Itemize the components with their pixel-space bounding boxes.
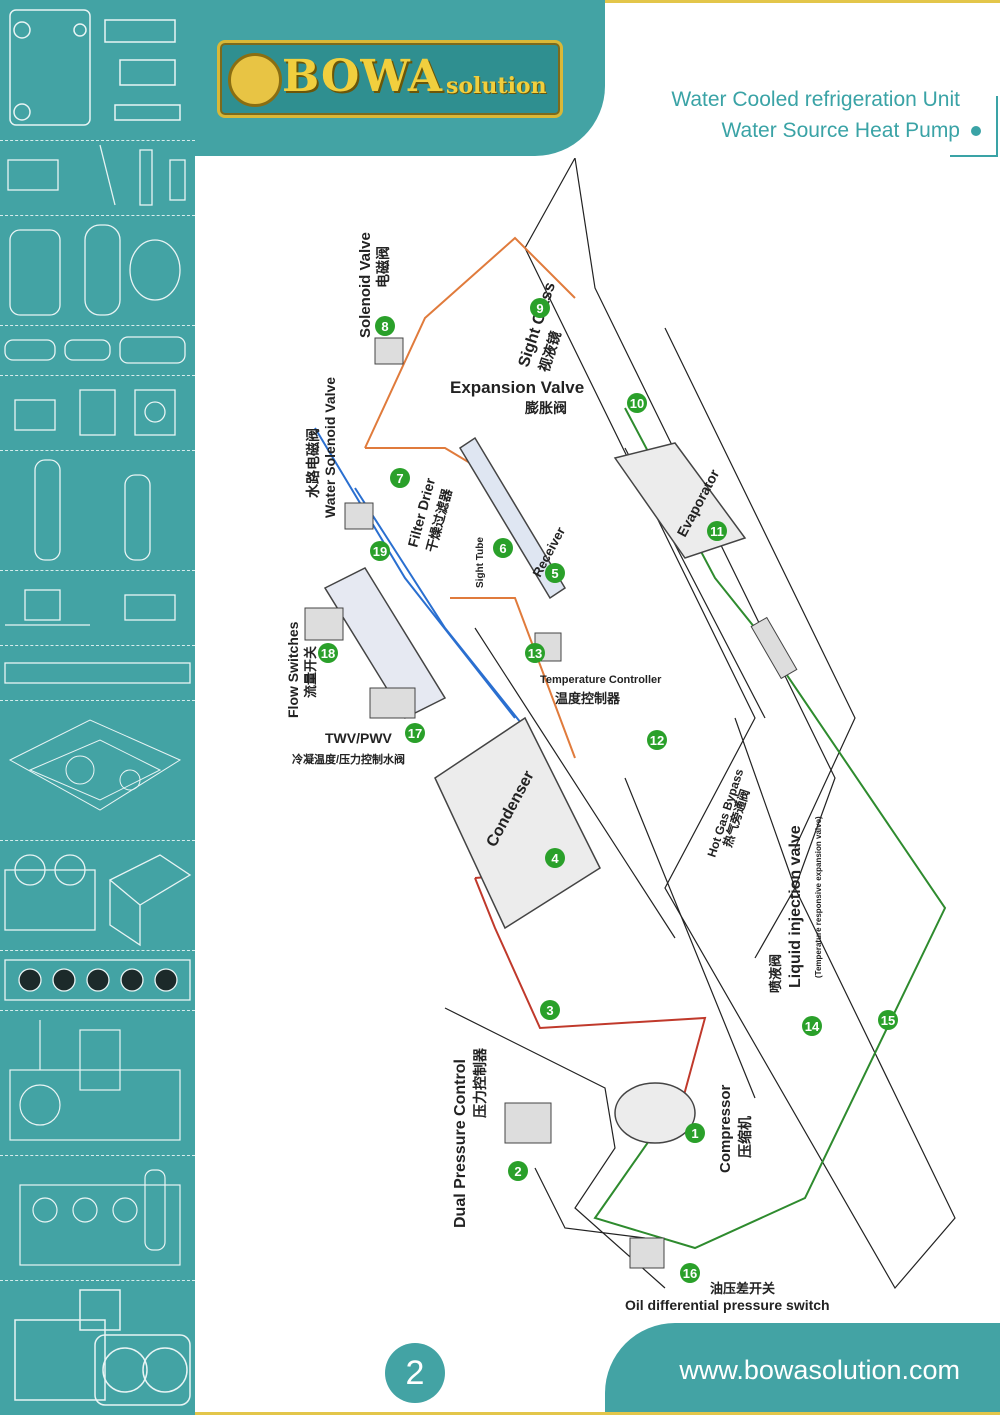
fan-cooler-thumb — [0, 950, 195, 1011]
sight-tube-label: Sight Tube — [475, 537, 486, 588]
water-solenoid-label: Water Solenoid Valve — [322, 377, 338, 518]
condenser: Condenser — [434, 716, 601, 930]
badge-3: 3 — [540, 1000, 560, 1020]
refrigeration-system-diagram: Condenser Evaporator Receiver Compressor… — [285, 158, 956, 1313]
compressor-drawing-thumb — [0, 700, 195, 841]
pipe-thumb — [0, 645, 195, 701]
compressor-label: Compressor — [717, 1084, 734, 1173]
brand-name: BOWA — [282, 51, 444, 102]
unit-drawing-thumb-2 — [0, 1155, 195, 1281]
badge-15: 15 — [878, 1010, 898, 1030]
svg-text:19: 19 — [373, 544, 387, 559]
svg-text:13: 13 — [528, 646, 542, 661]
svg-text:2: 2 — [514, 1164, 521, 1179]
water-line — [314, 427, 526, 729]
badge-13: 13 — [525, 643, 545, 663]
header-line-2: Water Source Heat Pump — [721, 119, 961, 142]
svg-text:8: 8 — [381, 319, 388, 334]
svg-text:7: 7 — [396, 471, 403, 486]
compressor: Compressor 压缩机 — [614, 1082, 753, 1173]
flow-switch-label-zh: 流量开关 — [303, 646, 318, 698]
liquid-injection-label-zh: 喷液阀 — [768, 954, 783, 993]
twv-pwv-label-zh: 冷凝温度/压力控制水阀 — [292, 752, 405, 766]
separators-thumb — [0, 450, 195, 571]
suction-line — [593, 407, 947, 1250]
svg-text:17: 17 — [408, 726, 422, 741]
header-divider-horizontal — [950, 155, 998, 157]
liquid-injection-note: (Temperature responsive expansion valve) — [814, 816, 823, 978]
solenoid-valves-thumb — [0, 570, 195, 646]
badge-19: 19 — [370, 541, 390, 561]
badge-5: 5 — [545, 563, 565, 583]
filter-driers-thumb — [0, 325, 195, 376]
bottom-gold-line — [195, 1412, 1000, 1415]
svg-text:1: 1 — [691, 1126, 698, 1141]
badge-14: 14 — [802, 1016, 822, 1036]
badge-11: 11 — [707, 521, 727, 541]
badge-1: 1 — [685, 1123, 705, 1143]
ball-valves-thumb — [0, 375, 195, 451]
badge-6: 6 — [493, 538, 513, 558]
badge-10: 10 — [627, 393, 647, 413]
sidebar-product-gallery — [0, 0, 195, 1415]
unit-drawing-thumb-3 — [0, 1280, 195, 1415]
dual-pressure-label-zh: 压力控制器 — [472, 1047, 488, 1118]
header-line-1: Water Cooled refrigeration Unit — [671, 88, 960, 111]
brand-logo: BOWA solution — [217, 40, 563, 118]
page-number: 2 — [385, 1343, 445, 1403]
svg-text:3: 3 — [546, 1003, 553, 1018]
oil-switch-label: Oil differential pressure switch — [625, 1297, 830, 1313]
badge-7: 7 — [390, 468, 410, 488]
dual-pressure-label: Dual Pressure Control — [452, 1059, 469, 1228]
water-solenoid-box — [304, 337, 798, 1269]
badge-12: 12 — [647, 730, 667, 750]
temperature-controller-label-zh: 温度控制器 — [555, 691, 621, 706]
solenoid-valve-label: Solenoid Valve — [357, 232, 374, 338]
water-solenoid-label-zh: 水路电磁阀 — [305, 428, 321, 498]
svg-text:10: 10 — [630, 396, 644, 411]
logo-emblem-icon — [228, 53, 282, 107]
brand-suffix: solution — [446, 73, 547, 99]
svg-text:4: 4 — [551, 851, 559, 866]
liquid-injection-label: Liquid injection valve — [787, 825, 804, 988]
svg-text:11: 11 — [710, 524, 724, 539]
svg-text:18: 18 — [321, 646, 335, 661]
condensing-unit-thumb — [0, 840, 195, 951]
svg-text:9: 9 — [536, 301, 543, 316]
badge-9: 9 — [530, 298, 550, 318]
twv-pwv-label: TWV/PWV — [325, 730, 393, 746]
plate-heat-exchanger-thumb — [0, 0, 195, 141]
bullet-dot-icon — [971, 126, 981, 136]
badge-8: 8 — [375, 316, 395, 336]
flow-switch-label: Flow Switches — [285, 621, 301, 718]
footer-band — [605, 1323, 1000, 1415]
svg-text:16: 16 — [683, 1266, 697, 1281]
oil-switch-label-zh: 油压差开关 — [710, 1281, 775, 1296]
badge-17: 17 — [405, 723, 425, 743]
expansion-valve-label-zh: 膨胀阀 — [525, 400, 567, 416]
evaporator: Evaporator — [613, 442, 747, 559]
compressor-label-zh: 压缩机 — [737, 1116, 753, 1158]
valves-thumb — [0, 140, 195, 216]
badge-18: 18 — [318, 643, 338, 663]
number-badges: 1 2 3 4 5 6 7 8 9 10 11 12 13 14 15 16 1… — [318, 298, 898, 1283]
svg-text:6: 6 — [499, 541, 506, 556]
temperature-controller-label: Temperature Controller — [540, 674, 662, 686]
svg-text:14: 14 — [805, 1019, 820, 1034]
footer-website-url[interactable]: www.bowasolution.com — [679, 1355, 960, 1385]
expansion-valve-label: Expansion Valve — [450, 378, 584, 397]
receivers-thumb — [0, 215, 195, 326]
badge-2: 2 — [508, 1161, 528, 1181]
unit-drawing-thumb-1 — [0, 1010, 195, 1156]
badge-16: 16 — [680, 1263, 700, 1283]
shell-tube — [323, 567, 447, 719]
svg-text:5: 5 — [551, 566, 558, 581]
svg-text:12: 12 — [650, 733, 664, 748]
solenoid-valve-label-zh: 电磁阀 — [375, 246, 391, 288]
badge-4: 4 — [545, 848, 565, 868]
svg-text:15: 15 — [881, 1013, 895, 1028]
header-divider-vertical — [996, 96, 998, 156]
